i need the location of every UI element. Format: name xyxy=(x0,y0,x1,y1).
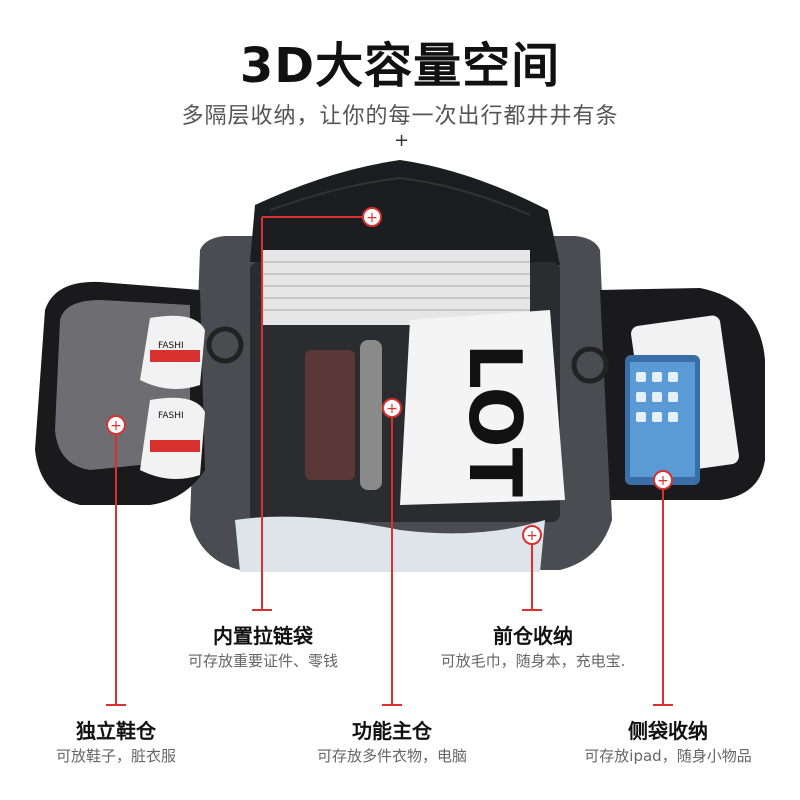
page-subtitle: 多隔层收纳，让你的每一次出行都井井有条 xyxy=(181,104,619,129)
bag-lid xyxy=(250,160,560,265)
inner-pocket-title: 内置拉链袋 xyxy=(213,624,313,648)
paper-stack xyxy=(262,250,530,325)
shoe-tag-2: FASHI xyxy=(158,411,184,421)
marker-side xyxy=(653,470,673,490)
plus-icon: + xyxy=(394,130,410,151)
callout-markers: + + + + + xyxy=(106,207,673,545)
front-pocket-title: 前仓收纳 xyxy=(493,624,573,648)
marker-shoe xyxy=(106,415,126,435)
umbrella xyxy=(305,350,355,480)
shoe-compartment: FASHI FASHI xyxy=(35,281,205,505)
main-compartment-desc: 可存放多件衣物，电脑 xyxy=(316,747,468,765)
front-pocket-desc: 可放毛巾，随身本，充电宝. xyxy=(440,652,626,670)
svg-text:+: + xyxy=(386,401,398,417)
side-pocket-title: 侧袋收纳 xyxy=(628,719,708,743)
side-pocket-desc: 可存放ipad，随身小物品 xyxy=(584,747,752,765)
shirt-print: LOT xyxy=(453,343,537,497)
page-title: 3D大容量空间 xyxy=(239,38,561,94)
svg-text:+: + xyxy=(110,418,122,434)
svg-text:+: + xyxy=(657,473,669,489)
bottle xyxy=(360,340,382,490)
svg-text:+: + xyxy=(366,210,378,226)
side-pocket xyxy=(600,288,765,500)
shoe-compartment-desc: 可放鞋子，脏衣服 xyxy=(55,747,177,765)
shoe-tag: FASHI xyxy=(158,341,184,351)
marker-inner-pocket xyxy=(362,207,382,227)
marker-main xyxy=(382,398,402,418)
shoe-compartment-title: 独立鞋仓 xyxy=(76,719,156,743)
towel xyxy=(235,516,545,572)
shirt: LOT xyxy=(400,310,565,505)
main-compartment-title: 功能主仓 xyxy=(352,719,432,743)
svg-text:+: + xyxy=(526,528,538,544)
inner-pocket-desc: 可存放重要证件、零钱 xyxy=(187,652,339,670)
marker-front-pocket xyxy=(522,525,542,545)
